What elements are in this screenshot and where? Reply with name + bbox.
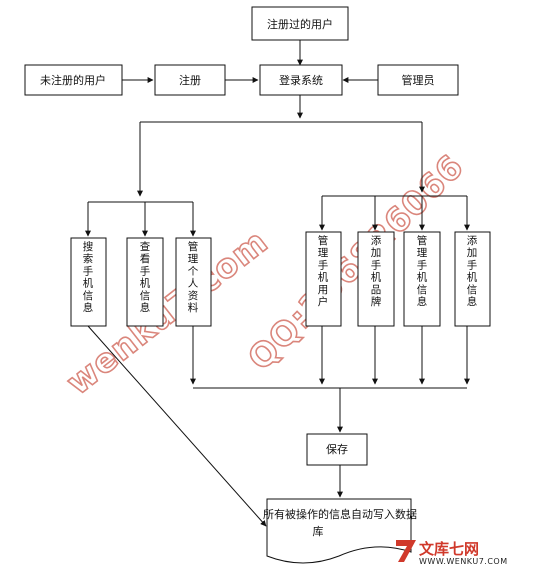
node-add-phone-info-label: 添加手机信息 (467, 234, 478, 308)
node-save-label: 保存 (326, 442, 348, 456)
node-auto-write-db-label: 所有被操作的信息自动写入数据 (263, 507, 417, 521)
node-view-phone-info-label: 查看手机信息 (140, 240, 151, 314)
node-add-phone-info: 添加手机信息 (454, 231, 491, 327)
node-auto-write-db-label-line2: 库 (313, 525, 324, 538)
site-logo: 文库七网 WWW.WENKU7.COM (396, 540, 508, 566)
node-register-label: 注册 (179, 73, 201, 87)
node-unregistered-user-label: 未注册的用户 (40, 73, 106, 87)
logo-url-text: WWW.WENKU7.COM (419, 557, 508, 566)
node-manage-personal-data-label: 管理个人资料 (188, 240, 199, 314)
logo-brand-text: 文库七网 (419, 540, 479, 558)
node-register: 注册 (154, 64, 226, 96)
node-login-system-label: 登录系统 (279, 73, 323, 87)
node-search-phone-info-label: 搜索手机信息 (83, 240, 94, 314)
node-manage-personal-data: 管理个人资料 (175, 237, 212, 327)
node-manage-phone-users: 管理手机用户 (305, 231, 342, 327)
node-add-phone-brand-label: 添加手机品牌 (371, 234, 382, 308)
node-save: 保存 (306, 433, 368, 466)
node-login-system: 登录系统 (259, 64, 343, 96)
node-manage-phone-users-label: 管理手机用户 (318, 234, 329, 308)
node-auto-write-db: 所有被操作的信息自动写入数据 库 (263, 498, 417, 564)
node-search-phone-info: 搜索手机信息 (70, 237, 107, 327)
node-administrator-label: 管理员 (402, 73, 435, 87)
node-administrator: 管理员 (377, 64, 459, 96)
node-registered-user-label: 注册过的用户 (267, 17, 333, 31)
node-manage-phone-info-label: 管理手机信息 (417, 234, 428, 308)
node-unregistered-user: 未注册的用户 (24, 64, 123, 96)
node-add-phone-brand: 添加手机品牌 (357, 231, 395, 327)
node-manage-phone-info: 管理手机信息 (403, 231, 441, 327)
connectors (85, 40, 470, 527)
node-view-phone-info: 查看手机信息 (126, 237, 164, 327)
logo-mark-icon (396, 540, 416, 562)
node-registered-user: 注册过的用户 (251, 6, 349, 41)
